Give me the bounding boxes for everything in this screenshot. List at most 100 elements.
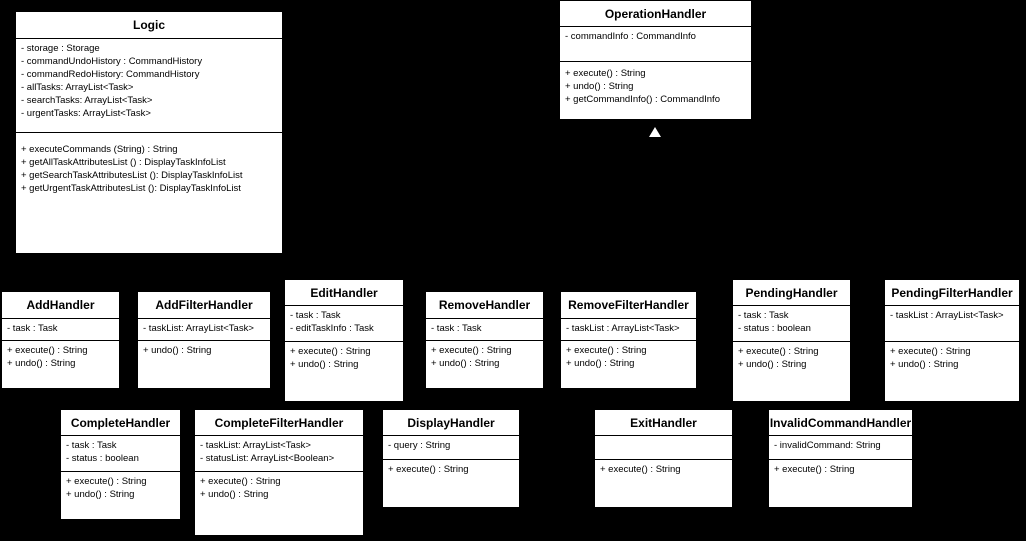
operations: + execute() : String + undo() : String xyxy=(885,342,1019,371)
class-name: ExitHandler xyxy=(595,410,732,436)
attribute: - taskList: ArrayList<Task> xyxy=(143,323,254,334)
attribute: - taskList : ArrayList<Task> xyxy=(566,323,680,334)
operations: + execute() : String + undo() : String xyxy=(426,341,543,370)
operation: + execute() : String xyxy=(200,476,281,487)
operation: + execute() : String xyxy=(774,464,855,475)
attributes: - taskList: ArrayList<Task> xyxy=(138,319,270,341)
operation: + getAllTaskAttributesList () : DisplayT… xyxy=(21,157,226,168)
attribute: - commandUndoHistory : CommandHistory xyxy=(21,56,203,67)
operations: + execute() : String + undo() : String xyxy=(561,341,696,370)
class-name: CompleteFilterHandler xyxy=(195,410,363,436)
attribute: - invalidCommand: String xyxy=(774,440,881,451)
operation: + execute() : String xyxy=(566,345,647,356)
class-name: CompleteHandler xyxy=(61,410,180,436)
operation: + undo() : String xyxy=(738,359,807,370)
operation: + execute() : String xyxy=(600,464,681,475)
operation: + getSearchTaskAttributesList (): Displa… xyxy=(21,170,243,181)
operations: + execute() : String + undo() : String xyxy=(195,472,363,501)
attribute: - taskList: ArrayList<Task> xyxy=(200,440,311,451)
class-add-handler: AddHandler - task : Task + execute() : S… xyxy=(1,291,120,389)
operations: + execute() : String xyxy=(769,460,912,476)
class-name: RemoveFilterHandler xyxy=(561,292,696,319)
attributes: - commandInfo : CommandInfo xyxy=(560,27,751,62)
operation: + execute() : String xyxy=(565,68,646,79)
class-complete-handler: CompleteHandler - task : Task - status :… xyxy=(60,409,181,520)
class-name: OperationHandler xyxy=(560,1,751,27)
operation: + undo() : String xyxy=(66,489,135,500)
attribute: - taskList : ArrayList<Task> xyxy=(890,310,1004,321)
operations: + execute() : String + undo() : String +… xyxy=(560,62,751,106)
operation: + execute() : String xyxy=(738,346,819,357)
attribute: - commandRedoHistory: CommandHistory xyxy=(21,69,200,80)
attributes: - task : Task - status : boolean xyxy=(61,436,180,472)
attributes: - storage : Storage - commandUndoHistory… xyxy=(16,39,282,133)
inheritance-arrow-icon xyxy=(649,127,661,137)
class-remove-handler: RemoveHandler - task : Task + execute() … xyxy=(425,291,544,389)
attribute: - urgentTasks: ArrayList<Task> xyxy=(21,108,151,119)
operation: + undo() : String xyxy=(890,359,959,370)
operation: + executeCommands (String) : String xyxy=(21,144,178,155)
operations: + execute() : String xyxy=(383,460,519,476)
attribute: - allTasks: ArrayList<Task> xyxy=(21,82,134,93)
attribute: - task : Task xyxy=(431,323,482,334)
class-remove-filter-handler: RemoveFilterHandler - taskList : ArrayLi… xyxy=(560,291,697,389)
operation: + undo() : String xyxy=(7,358,76,369)
operation: + undo() : String xyxy=(566,358,635,369)
attributes xyxy=(595,436,732,460)
class-name: PendingHandler xyxy=(733,280,850,306)
attributes: - task : Task xyxy=(426,319,543,341)
class-complete-filter-handler: CompleteFilterHandler - taskList: ArrayL… xyxy=(194,409,364,536)
class-name: EditHandler xyxy=(285,280,403,306)
class-name: RemoveHandler xyxy=(426,292,543,319)
class-name: DisplayHandler xyxy=(383,410,519,436)
operation: + execute() : String xyxy=(431,345,512,356)
operations: + execute() : String + undo() : String xyxy=(2,341,119,370)
class-add-filter-handler: AddFilterHandler - taskList: ArrayList<T… xyxy=(137,291,271,389)
attributes: - taskList : ArrayList<Task> xyxy=(885,306,1019,342)
attributes: - invalidCommand: String xyxy=(769,436,912,460)
attribute: - task : Task xyxy=(66,440,117,451)
operation: + execute() : String xyxy=(290,346,371,357)
operation: + execute() : String xyxy=(7,345,88,356)
operations: + executeCommands (String) : String + ge… xyxy=(16,133,282,195)
class-pending-filter-handler: PendingFilterHandler - taskList : ArrayL… xyxy=(884,279,1020,402)
class-name: AddFilterHandler xyxy=(138,292,270,319)
operations: + execute() : String + undo() : String xyxy=(285,342,403,371)
operations: + execute() : String + undo() : String xyxy=(733,342,850,371)
class-edit-handler: EditHandler - task : Task - editTaskInfo… xyxy=(284,279,404,402)
attribute: - task : Task xyxy=(738,310,789,321)
operation: + undo() : String xyxy=(565,81,634,92)
operation: + undo() : String xyxy=(143,345,212,356)
operations: + undo() : String xyxy=(138,341,270,357)
operation: + execute() : String xyxy=(388,464,469,475)
class-name: PendingFilterHandler xyxy=(885,280,1019,306)
attributes: - taskList: ArrayList<Task> - statusList… xyxy=(195,436,363,472)
class-logic: Logic - storage : Storage - commandUndoH… xyxy=(15,11,283,254)
operation: + execute() : String xyxy=(890,346,971,357)
attribute: - status : boolean xyxy=(66,453,139,464)
class-pending-handler: PendingHandler - task : Task - status : … xyxy=(732,279,851,402)
attributes: - query : String xyxy=(383,436,519,460)
class-display-handler: DisplayHandler - query : String + execut… xyxy=(382,409,520,508)
class-name: InvalidCommandHandler xyxy=(769,410,912,436)
attribute: - statusList: ArrayList<Boolean> xyxy=(200,453,335,464)
attribute: - commandInfo : CommandInfo xyxy=(565,31,696,42)
class-name: AddHandler xyxy=(2,292,119,319)
attributes: - taskList : ArrayList<Task> xyxy=(561,319,696,341)
class-operation-handler: OperationHandler - commandInfo : Command… xyxy=(559,0,752,120)
operation: + getUrgentTaskAttributesList (): Displa… xyxy=(21,183,241,194)
attribute: - storage : Storage xyxy=(21,43,100,54)
operation: + undo() : String xyxy=(431,358,500,369)
attribute: - searchTasks: ArrayList<Task> xyxy=(21,95,153,106)
operation: + execute() : String xyxy=(66,476,147,487)
attributes: - task : Task - editTaskInfo : Task xyxy=(285,306,403,342)
attribute: - query : String xyxy=(388,440,451,451)
operations: + execute() : String xyxy=(595,460,732,476)
operation: + undo() : String xyxy=(200,489,269,500)
operation: + getCommandInfo() : CommandInfo xyxy=(565,94,720,105)
operations: + execute() : String + undo() : String xyxy=(61,472,180,501)
class-name: Logic xyxy=(16,12,282,39)
attributes: - task : Task xyxy=(2,319,119,341)
class-exit-handler: ExitHandler + execute() : String xyxy=(594,409,733,508)
